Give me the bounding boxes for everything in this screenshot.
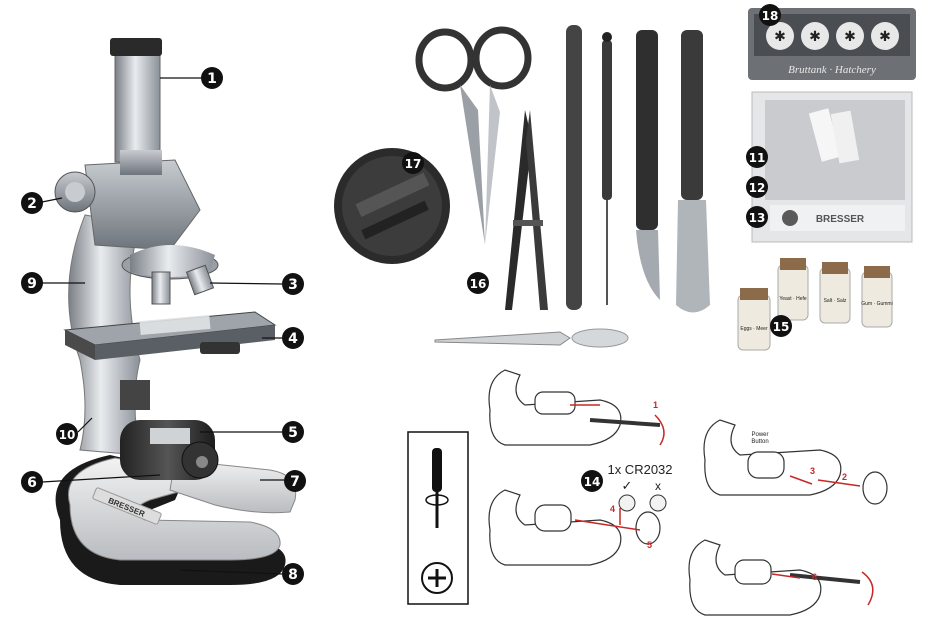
- leader-lines: [41, 77, 284, 575]
- vial-label-4: Gum · Gummi: [861, 301, 892, 307]
- battery-coin-ok: [618, 494, 636, 512]
- callout-6-badge: [21, 471, 43, 493]
- callout-13-number: 13: [749, 211, 766, 225]
- callout-7-badge: [284, 470, 306, 492]
- callout-5-number: 5: [288, 425, 298, 441]
- callout-14-badge: [581, 470, 603, 492]
- callout-10-badge: [56, 423, 78, 445]
- power-label-2: Button: [751, 439, 768, 445]
- vials: Eggs · Meer Yeast · Hefe Salt · Salz Gum…: [737, 258, 893, 351]
- callout-17-number: 17: [405, 157, 422, 171]
- callout-2-badge: [21, 192, 43, 214]
- battery-steps: [488, 369, 888, 616]
- step-6: 6: [812, 572, 817, 582]
- callout-18-badge: [759, 4, 781, 26]
- callout-1-badge: [201, 67, 223, 89]
- microscope-illustration: BRESSER: [54, 38, 297, 585]
- svg-text:✱: ✱: [809, 28, 821, 44]
- callout-9-number: 9: [27, 276, 37, 292]
- hatchery-box: ✱ ✱ ✱ ✱ Bruttank · Hatchery: [748, 8, 916, 80]
- hatchery-label: Bruttank · Hatchery: [788, 64, 876, 76]
- callout-15-badge: [770, 315, 792, 337]
- callout-5-badge: [282, 421, 304, 443]
- callout-8-badge: [282, 563, 304, 585]
- vial-label-3: Salt · Salz: [824, 298, 847, 304]
- screwdriver-panel: [407, 431, 469, 605]
- battery-type-label: 1x CR2032: [607, 462, 672, 477]
- callout-3-badge: [282, 273, 304, 295]
- callout-9-badge: [21, 272, 43, 294]
- callout-2-number: 2: [27, 196, 37, 212]
- callout-10-number: 10: [59, 428, 76, 442]
- tools-illustration: [334, 25, 710, 348]
- callout-11-number: 11: [749, 151, 766, 165]
- vial-label-2: Yeast · Hefe: [779, 296, 807, 302]
- svg-text:✱: ✱: [844, 28, 856, 44]
- battery-ok-mark: ✓: [622, 478, 633, 493]
- step-2: 2: [842, 472, 847, 482]
- slide-box: BRESSER: [751, 91, 913, 243]
- callout-14-number: 14: [584, 475, 601, 489]
- callout-3-number: 3: [288, 277, 298, 293]
- callout-4-badge: [282, 327, 304, 349]
- callout-16-number: 16: [470, 277, 487, 291]
- battery-coin-wrong: [649, 494, 667, 512]
- power-label-1: Power: [751, 432, 768, 438]
- step-arrows: [570, 404, 874, 606]
- svg-text:✱: ✱: [879, 28, 891, 44]
- callout-11-badge: [746, 146, 768, 168]
- step-5: 5: [647, 540, 652, 550]
- callout-17-badge: [402, 152, 424, 174]
- callout-7-number: 7: [290, 474, 300, 490]
- callout-8-number: 8: [288, 567, 298, 583]
- battery-no-mark: x: [655, 479, 661, 493]
- vial-label-1: Eggs · Meer: [740, 326, 768, 332]
- callout-12-badge: [746, 176, 768, 198]
- callout-15-number: 15: [773, 320, 790, 334]
- callout-18-number: 18: [762, 9, 779, 23]
- step-4: 4: [610, 504, 615, 514]
- callout-4-number: 4: [288, 331, 298, 347]
- step-1: 1: [653, 400, 658, 410]
- svg-text:✱: ✱: [774, 28, 786, 44]
- slide-box-brand: BRESSER: [816, 214, 865, 225]
- callout-1-number: 1: [207, 71, 217, 87]
- callout-16-badge: [467, 272, 489, 294]
- step-3: 3: [810, 466, 815, 476]
- callout-6-number: 6: [27, 475, 37, 491]
- callout-13-badge: [746, 206, 768, 228]
- callout-12-number: 12: [749, 181, 766, 195]
